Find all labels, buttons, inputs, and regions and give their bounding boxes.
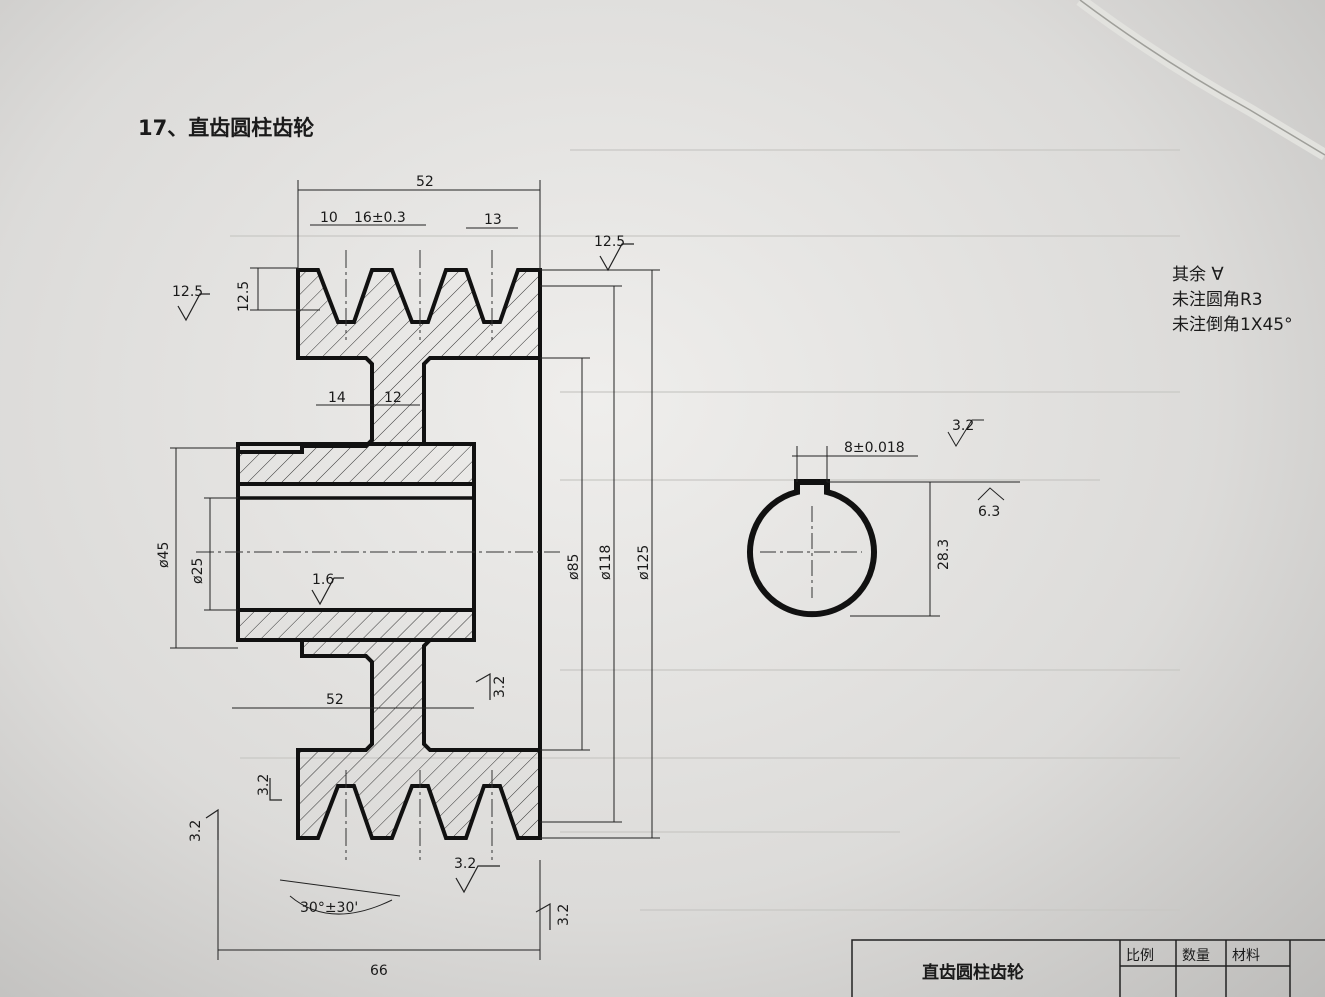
- title-block-name: 直齿圆柱齿轮: [922, 962, 1024, 983]
- ra-bore: 1.6: [312, 572, 334, 588]
- dim-dia-125: ø125: [636, 545, 652, 580]
- dimension-lines: [170, 180, 660, 960]
- dim-dia-bore: ø25: [190, 558, 206, 584]
- dim-hub-length: 52: [326, 692, 344, 708]
- roughness-icon: [311, 577, 344, 606]
- roughness-icon: [205, 808, 219, 840]
- keyway-end-view: 8±0.018 28.3 3.2 6.3: [747, 418, 1020, 618]
- dim-dia-hub: ø45: [156, 542, 172, 568]
- drawing-title: 17、直齿圆柱齿轮: [138, 116, 315, 140]
- note-rest-roughness: 其余 ∀: [1172, 264, 1224, 285]
- pulley-hub-outline: [236, 442, 476, 642]
- dim-groove-pitch-a: 10: [320, 210, 338, 226]
- roughness-symbols: [177, 243, 634, 930]
- drawing-notes: 其余 ∀ 未注圆角R3 未注倒角1X45°: [1172, 262, 1293, 338]
- roughness-icon: [269, 778, 282, 801]
- roughness-icon: [977, 487, 1005, 501]
- title-block-scale: 比例: [1126, 948, 1154, 964]
- cable-object: [1076, 0, 1325, 161]
- pulley-upper-rim: [236, 268, 542, 486]
- ra-key-top: 3.2: [952, 418, 974, 434]
- title-block-qty: 数量: [1182, 948, 1210, 964]
- ra-key-side: 6.3: [978, 504, 1000, 520]
- note-chamfer: 未注倒角1X45°: [1172, 315, 1293, 335]
- ra-top: 12.5: [594, 234, 625, 250]
- roughness-icon: [599, 243, 634, 272]
- dim-key-width: 8±0.018: [844, 440, 905, 456]
- ra-groove-left-a: 3.2: [256, 774, 272, 796]
- dim-groove-depth: 12.5: [236, 281, 252, 312]
- dim-key-depth: 28.3: [936, 539, 952, 570]
- ra-left: 12.5: [172, 284, 203, 300]
- roughness-check-icon: ∀: [1211, 264, 1224, 285]
- background-ruled-lines: [230, 149, 1180, 911]
- dim-rib-right: 12: [384, 390, 402, 406]
- dim-rib-left: 14: [328, 390, 346, 406]
- dim-groove-pitch-b: 16±0.3: [354, 210, 406, 226]
- bore-with-keyway: [747, 479, 877, 618]
- roughness-icon: [475, 672, 491, 700]
- title-block-material: 材料: [1232, 948, 1260, 964]
- ra-groove-left-b: 3.2: [188, 820, 204, 842]
- centerlines: [196, 250, 560, 860]
- dim-overall-bottom: 66: [370, 963, 388, 979]
- note-fillet: 未注圆角R3: [1172, 290, 1263, 310]
- roughness-icon: [177, 293, 210, 322]
- dimension-texts: 52 10 16±0.3 13 12.5 14 12 ø45 ø25 ø85 ø…: [156, 174, 652, 979]
- dim-dia-85: ø85: [566, 554, 582, 580]
- title-block: [851, 939, 1325, 997]
- pulley-lower-rim: [236, 608, 542, 840]
- dim-dia-118: ø118: [598, 545, 614, 580]
- roughness-icon: [535, 902, 551, 930]
- dim-groove-angle: 30°±30': [300, 900, 358, 916]
- roughness-icon: [947, 419, 984, 447]
- ra-side-right: 3.2: [556, 904, 572, 926]
- roughness-icon: [455, 865, 500, 894]
- pulley-section-view: [196, 250, 560, 860]
- ra-web: 3.2: [492, 676, 508, 698]
- dim-groove-width: 13: [484, 212, 502, 228]
- roughness-texts: 12.5 12.5 1.6 3.2 3.2 3.2 3.2 3.2: [172, 234, 625, 926]
- dim-overall-top: 52: [416, 174, 434, 190]
- ra-groove-bottom: 3.2: [454, 856, 476, 872]
